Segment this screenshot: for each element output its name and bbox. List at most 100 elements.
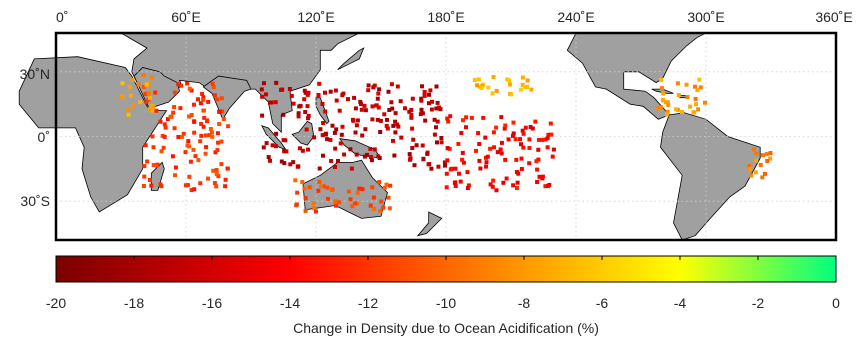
data-point xyxy=(551,147,556,152)
data-point xyxy=(144,100,149,104)
data-point xyxy=(422,93,427,98)
data-point xyxy=(260,94,265,99)
data-point xyxy=(162,134,167,139)
data-point xyxy=(147,91,151,96)
data-point xyxy=(412,163,417,168)
data-point xyxy=(154,108,159,113)
data-point xyxy=(410,126,415,131)
data-point xyxy=(484,160,489,165)
data-point xyxy=(475,83,480,88)
data-point xyxy=(192,130,197,135)
data-point xyxy=(288,162,293,167)
data-point xyxy=(355,201,360,206)
data-point xyxy=(444,185,449,190)
data-point xyxy=(147,106,152,111)
data-point xyxy=(465,186,470,190)
data-point xyxy=(274,131,279,136)
data-point xyxy=(676,93,681,97)
data-point xyxy=(334,127,339,132)
data-point xyxy=(192,119,197,124)
data-point xyxy=(307,185,312,190)
data-point xyxy=(419,96,424,101)
lon-tick-120: 120˚E xyxy=(297,9,334,25)
data-point xyxy=(360,133,365,138)
data-point xyxy=(438,107,443,112)
data-point xyxy=(148,96,152,101)
data-point xyxy=(480,83,485,88)
data-point xyxy=(527,161,532,166)
data-point xyxy=(435,119,440,124)
data-point xyxy=(348,197,353,202)
lon-tick-0: 0˚ xyxy=(56,9,68,25)
data-point xyxy=(141,84,146,89)
data-point xyxy=(340,124,345,129)
data-point xyxy=(353,130,358,135)
data-point xyxy=(143,143,148,148)
data-point xyxy=(760,153,765,158)
data-point xyxy=(491,178,496,183)
data-point xyxy=(332,130,337,135)
data-point xyxy=(411,137,416,142)
data-point xyxy=(389,100,394,105)
data-point xyxy=(260,113,265,118)
data-point xyxy=(150,108,155,113)
data-point xyxy=(212,93,217,98)
data-point xyxy=(183,183,188,188)
data-point xyxy=(409,112,414,117)
data-point xyxy=(527,137,532,142)
data-point xyxy=(211,85,216,90)
data-point xyxy=(216,174,221,179)
data-point xyxy=(484,164,488,169)
data-point xyxy=(357,186,362,191)
data-point xyxy=(296,111,301,116)
data-point xyxy=(359,107,364,112)
data-point xyxy=(300,148,305,153)
data-point xyxy=(379,199,384,204)
data-point xyxy=(282,149,287,154)
data-point xyxy=(201,95,206,100)
data-point xyxy=(170,154,175,159)
data-point xyxy=(435,100,440,105)
data-point xyxy=(503,123,508,128)
data-point xyxy=(491,75,496,79)
data-point xyxy=(409,107,414,112)
data-point xyxy=(306,90,311,95)
data-point xyxy=(372,83,377,88)
data-point xyxy=(131,104,136,109)
data-point xyxy=(673,107,678,112)
data-point xyxy=(461,160,466,165)
data-point xyxy=(321,121,326,125)
data-point xyxy=(363,108,368,113)
data-point xyxy=(142,174,147,179)
data-point xyxy=(264,92,268,97)
data-point xyxy=(445,158,450,163)
data-point xyxy=(414,143,419,148)
data-point xyxy=(536,147,541,152)
map-frame xyxy=(54,31,838,242)
data-point xyxy=(138,100,143,105)
data-point xyxy=(127,84,132,89)
data-point xyxy=(511,120,516,125)
data-point xyxy=(420,111,425,116)
lat-tick-0: 0˚ xyxy=(38,129,50,145)
data-point xyxy=(297,104,302,109)
data-point xyxy=(377,180,382,185)
data-point xyxy=(342,152,347,157)
data-point xyxy=(146,82,151,87)
data-point xyxy=(208,127,213,131)
data-point xyxy=(693,84,697,89)
data-point xyxy=(336,159,340,163)
data-point xyxy=(481,115,486,120)
data-point xyxy=(143,92,148,96)
data-point xyxy=(349,166,354,171)
data-point xyxy=(434,125,438,130)
data-point xyxy=(685,95,690,99)
data-point xyxy=(388,183,393,188)
data-point xyxy=(419,107,424,112)
lon-tick-300: 300˚E xyxy=(687,9,724,25)
data-point xyxy=(445,146,450,151)
data-point xyxy=(130,78,135,82)
data-point xyxy=(303,196,308,201)
data-point xyxy=(352,95,357,100)
data-point xyxy=(333,199,338,204)
